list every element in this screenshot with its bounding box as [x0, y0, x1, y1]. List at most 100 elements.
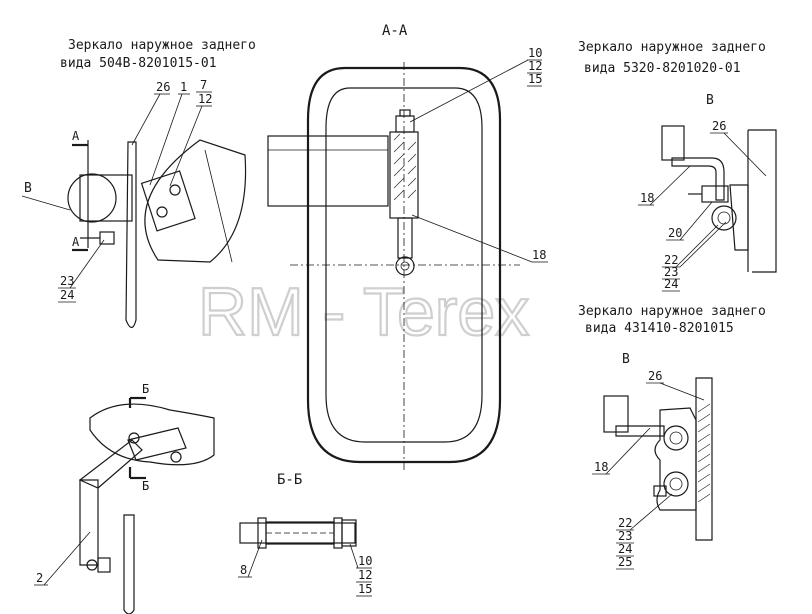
lower-mount-panel — [89, 403, 215, 466]
lower-mount-bolt-1 — [128, 432, 140, 444]
section-aa-view: А-А — [267, 23, 548, 470]
left-part-1: 1 — [180, 80, 187, 94]
arm-tube — [267, 135, 389, 207]
rt-clamp-ring — [711, 205, 737, 231]
left-detail-bolt-1 — [169, 184, 181, 196]
rb-lower-boss — [663, 471, 689, 497]
rt-part-26: 26 — [712, 119, 726, 133]
left-view-b-circle — [67, 173, 117, 223]
rb-part-24: 24 — [618, 542, 632, 556]
bb-part-8: 8 — [240, 563, 247, 577]
bb-leader-10 — [349, 543, 359, 569]
view-431410: Зеркало наружное заднего вида 431410-820… — [578, 304, 766, 570]
rt-part-24: 24 — [664, 277, 678, 291]
rb-view-b-mark: В — [622, 352, 630, 367]
left-part-26: 26 — [156, 80, 170, 94]
rb-leader-26 — [659, 382, 705, 401]
rb-pillar-hatch — [697, 403, 711, 503]
lower-mount-bolt-2 — [170, 451, 182, 463]
left-leader-26 — [131, 93, 161, 146]
left-view-b-mark: В — [24, 181, 32, 196]
rt-leader-26 — [723, 132, 767, 177]
lower-stem — [397, 217, 413, 259]
section-aa-title: А-А — [382, 23, 408, 39]
rb-lower-boss-inner — [669, 477, 683, 491]
left-detail-bolt-2 — [156, 206, 168, 218]
view-504b: Зеркало наружное заднего вида 504В-82010… — [21, 38, 256, 614]
bb-part-15: 15 — [358, 582, 372, 596]
bb-part-10: 10 — [358, 554, 372, 568]
left-part-12: 12 — [198, 92, 212, 106]
aa-part-12: 12 — [528, 59, 542, 73]
left-section-a-top: А — [72, 129, 80, 143]
rt-leader-22b — [679, 221, 727, 268]
rt-view-b-mark: В — [706, 93, 714, 108]
rt-leader-22 — [675, 224, 719, 268]
pivot-ball-center — [400, 261, 410, 271]
bb-bolt-shank — [239, 522, 356, 544]
lower-arm-joint — [86, 559, 98, 571]
rb-leader-18 — [605, 427, 651, 475]
watermark: RM - Terex — [198, 274, 529, 350]
clamp-hatch — [393, 133, 417, 201]
rb-part-26: 26 — [648, 369, 662, 383]
left-part-7: 7 — [200, 78, 207, 92]
rb-lower-nut — [653, 485, 667, 497]
left-leader-1 — [149, 93, 183, 186]
rb-cab-pillar — [695, 377, 713, 541]
leader-18 — [411, 214, 533, 263]
left-title-line1: Зеркало наружное заднего — [68, 38, 256, 53]
rb-arm — [615, 425, 665, 437]
rb-upper-boss — [663, 425, 689, 451]
rt-clamp-ring-inner — [717, 211, 731, 225]
lower-section-b-top: Б — [142, 382, 149, 396]
rt-title-line1: Зеркало наружное заднего — [578, 40, 766, 55]
rb-part-25: 25 — [618, 555, 632, 569]
left-section-a-bottom: А — [72, 235, 80, 249]
left-mirror-glass — [125, 141, 137, 329]
rt-arm-stub — [661, 125, 685, 161]
left-title-line2: вида 504В-8201015-01 — [60, 56, 217, 71]
top-nut — [395, 115, 415, 133]
rb-part-23: 23 — [618, 529, 632, 543]
left-detail-edge — [204, 149, 233, 263]
rt-part-22: 22 — [664, 253, 678, 267]
rt-leader-18 — [649, 165, 691, 206]
bb-leader-8 — [247, 539, 263, 578]
rt-leader-20 — [679, 201, 713, 241]
view-5320: Зеркало наружное заднего вида 5320-82010… — [578, 40, 777, 292]
pivot-ball — [395, 256, 415, 276]
left-leader-7 — [169, 105, 203, 187]
left-part-23: 23 — [60, 274, 74, 288]
rb-part-22: 22 — [618, 516, 632, 530]
left-part-24: 24 — [60, 288, 74, 302]
section-bb-view: Б-Б 8 10 12 15 — [238, 472, 372, 597]
rt-part-20: 20 — [668, 226, 682, 240]
lower-part-2: 2 — [36, 571, 43, 585]
rb-upper-boss-inner — [669, 431, 683, 445]
rt-title-line2: вида 5320-8201020-01 — [584, 61, 741, 76]
bb-nut — [341, 519, 357, 547]
section-bb-title: Б-Б — [277, 472, 302, 488]
lower-arm-diagonal — [78, 439, 143, 489]
left-detail-blob — [144, 139, 247, 263]
left-bracket-body — [79, 174, 133, 222]
left-view-b-leader — [21, 195, 71, 211]
left-detail-plate — [140, 170, 196, 232]
bb-part-12: 12 — [358, 568, 372, 582]
rt-clamp-plate — [729, 184, 749, 251]
rt-cab-panel — [748, 129, 777, 273]
leader-10 — [409, 59, 529, 123]
rb-title-line2: вида 431410-8201015 — [585, 321, 734, 336]
lower-mirror-glass — [123, 514, 135, 614]
lower-section-b-bottom: Б — [142, 479, 149, 493]
rt-bent-arm — [671, 157, 725, 201]
lower-leader-2 — [43, 531, 91, 586]
lower-arm-vertical — [79, 479, 99, 566]
lower-mount-bracket — [127, 427, 187, 461]
rt-part-23: 23 — [664, 265, 678, 279]
top-bolt-end — [399, 109, 411, 117]
rb-mount-block — [654, 407, 697, 511]
mirror-frame-inner — [325, 87, 483, 443]
lower-arm-nut — [97, 557, 111, 573]
